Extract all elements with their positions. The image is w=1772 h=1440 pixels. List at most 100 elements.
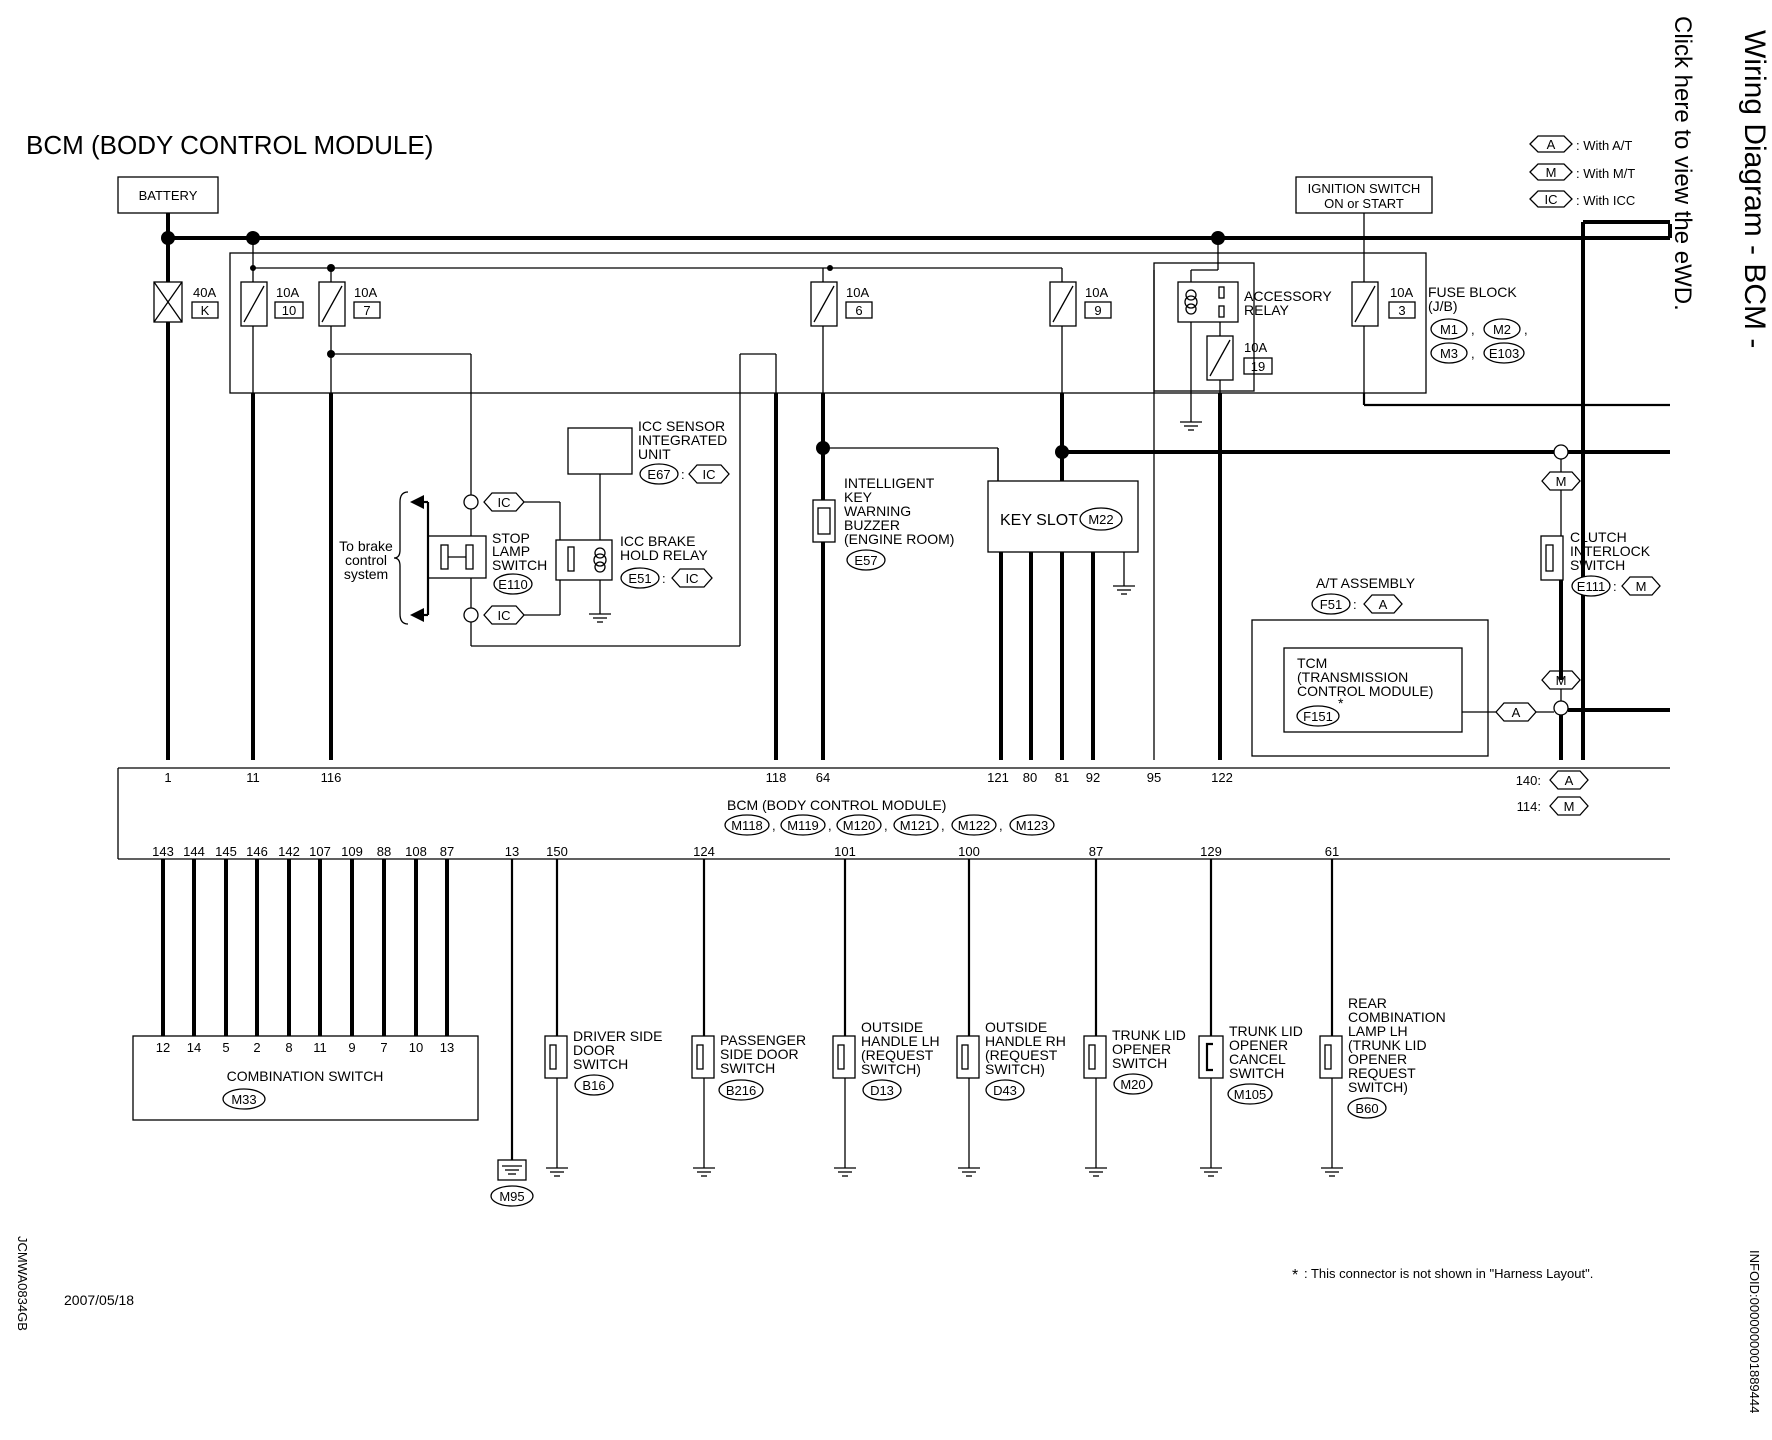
svg-text:M119: M119 bbox=[787, 818, 819, 833]
svg-text:KEY: KEY bbox=[844, 489, 873, 505]
svg-text:(TRANSMISSION: (TRANSMISSION bbox=[1297, 669, 1408, 685]
svg-text:F51: F51 bbox=[1320, 597, 1342, 612]
svg-text:*: * bbox=[1292, 1267, 1298, 1284]
key-slot: KEY SLOT M22 bbox=[987, 448, 1139, 760]
svg-text:40A: 40A bbox=[193, 285, 216, 300]
svg-text:TCM: TCM bbox=[1297, 655, 1327, 671]
svg-text:13: 13 bbox=[440, 1040, 454, 1055]
svg-text:HANDLE LH: HANDLE LH bbox=[861, 1033, 940, 1049]
fuse-40a-k: 40A K bbox=[153, 238, 219, 760]
svg-text:87: 87 bbox=[1089, 844, 1103, 859]
svg-text:OPENER: OPENER bbox=[1348, 1051, 1407, 1067]
legend: A : With A/T M : With M/T IC : With ICC bbox=[1529, 135, 1635, 208]
svg-text:M: M bbox=[1556, 474, 1567, 489]
svg-text:92: 92 bbox=[1086, 770, 1100, 785]
svg-text:STOP: STOP bbox=[492, 530, 530, 546]
svg-text:M95: M95 bbox=[499, 1189, 524, 1204]
svg-text:INTERLOCK: INTERLOCK bbox=[1570, 543, 1651, 559]
svg-text:BCM (BODY CONTROL MODULE): BCM (BODY CONTROL MODULE) bbox=[727, 797, 946, 813]
svg-text:7: 7 bbox=[363, 303, 370, 318]
combination-switch-wires bbox=[161, 859, 449, 1036]
svg-text:5: 5 bbox=[222, 1040, 229, 1055]
svg-text:80: 80 bbox=[1023, 770, 1037, 785]
svg-text:DRIVER SIDE: DRIVER SIDE bbox=[573, 1028, 662, 1044]
trunk-lid-opener-switch: TRUNK LID OPENER SWITCH M20 bbox=[1083, 859, 1186, 1177]
svg-text:10A: 10A bbox=[276, 285, 299, 300]
ewd-link[interactable]: Click here to view the eWD. bbox=[1669, 16, 1696, 311]
svg-text:A: A bbox=[1379, 597, 1388, 612]
svg-text:87: 87 bbox=[440, 844, 454, 859]
svg-text:F151: F151 bbox=[1303, 709, 1333, 724]
svg-text:B60: B60 bbox=[1355, 1101, 1378, 1116]
svg-text:M105: M105 bbox=[1234, 1087, 1267, 1102]
svg-text::: : bbox=[681, 467, 685, 482]
svg-text:143: 143 bbox=[152, 844, 174, 859]
svg-text:(REQUEST: (REQUEST bbox=[861, 1047, 934, 1063]
svg-text:D13: D13 bbox=[870, 1083, 894, 1098]
svg-text:To brake: To brake bbox=[339, 538, 393, 554]
svg-text:SWITCH: SWITCH bbox=[720, 1060, 775, 1076]
svg-text:E103: E103 bbox=[1489, 346, 1519, 361]
legend-code-a: A bbox=[1547, 137, 1556, 152]
svg-text:150: 150 bbox=[546, 844, 568, 859]
svg-text:D43: D43 bbox=[993, 1083, 1017, 1098]
brake-control-arrows: To brake control system bbox=[339, 491, 430, 625]
svg-text:*: * bbox=[1338, 695, 1344, 711]
svg-text:IC: IC bbox=[703, 467, 716, 482]
svg-text:8: 8 bbox=[285, 1040, 292, 1055]
svg-text:,: , bbox=[1524, 322, 1528, 337]
bcm-module: 1 11 116 118 64 121 80 81 92 95 122 140:… bbox=[117, 767, 1670, 860]
svg-text:3: 3 bbox=[1398, 303, 1405, 318]
svg-text:IC: IC bbox=[498, 608, 511, 623]
svg-text:144: 144 bbox=[183, 844, 205, 859]
battery-label: BATTERY bbox=[139, 188, 198, 203]
legend-code-m: M bbox=[1546, 165, 1557, 180]
trunk-lid-cancel-switch: TRUNK LID OPENER CANCEL SWITCH M105 bbox=[1198, 859, 1303, 1177]
svg-text:100: 100 bbox=[958, 844, 980, 859]
svg-text::: : bbox=[1353, 597, 1357, 612]
svg-text:IC: IC bbox=[686, 571, 699, 586]
svg-text:118: 118 bbox=[766, 770, 787, 785]
svg-text:A/T ASSEMBLY: A/T ASSEMBLY bbox=[1316, 575, 1416, 591]
svg-text:M2: M2 bbox=[1493, 322, 1511, 337]
svg-text::: : bbox=[1613, 579, 1617, 594]
svg-text:control: control bbox=[345, 552, 387, 568]
svg-text:CANCEL: CANCEL bbox=[1229, 1051, 1286, 1067]
svg-text:10A: 10A bbox=[1244, 340, 1267, 355]
svg-text:ACCESSORY: ACCESSORY bbox=[1244, 288, 1332, 304]
svg-text:OPENER: OPENER bbox=[1112, 1041, 1171, 1057]
svg-text:,: , bbox=[828, 818, 832, 833]
stop-lamp-switch: IC IC STOP LAMP SWITCH E110 bbox=[427, 393, 561, 646]
svg-text:108: 108 bbox=[405, 844, 427, 859]
svg-text:95: 95 bbox=[1147, 770, 1161, 785]
svg-text:HOLD RELAY: HOLD RELAY bbox=[620, 547, 708, 563]
side-title: Wiring Diagram - BCM - bbox=[1738, 30, 1771, 348]
svg-text:2007/05/18: 2007/05/18 bbox=[64, 1292, 134, 1308]
svg-text:SWITCH): SWITCH) bbox=[1348, 1079, 1408, 1095]
svg-text:11: 11 bbox=[313, 1040, 327, 1055]
svg-text:10A: 10A bbox=[846, 285, 869, 300]
svg-text:ICC BRAKE: ICC BRAKE bbox=[620, 533, 695, 549]
svg-text:LAMP: LAMP bbox=[492, 543, 530, 559]
legend-text-ic: : With ICC bbox=[1576, 193, 1635, 208]
svg-text:12: 12 bbox=[156, 1040, 170, 1055]
svg-text:61: 61 bbox=[1325, 844, 1339, 859]
svg-text:M: M bbox=[1564, 799, 1575, 814]
svg-text:LAMP LH: LAMP LH bbox=[1348, 1023, 1408, 1039]
fuse-10a-7: 10A 7 bbox=[250, 264, 1062, 760]
fuse-10a-6: 10A 6 bbox=[810, 268, 999, 760]
svg-text:,: , bbox=[1471, 322, 1475, 337]
svg-text:M: M bbox=[1636, 579, 1647, 594]
outside-handle-rh-switch: OUTSIDE HANDLE RH (REQUEST SWITCH) D43 bbox=[956, 859, 1066, 1177]
svg-text:PASSENGER: PASSENGER bbox=[720, 1032, 806, 1048]
svg-text:E110: E110 bbox=[498, 577, 527, 592]
svg-text:9: 9 bbox=[348, 1040, 355, 1055]
svg-text:E67: E67 bbox=[647, 467, 670, 482]
svg-text:88: 88 bbox=[377, 844, 391, 859]
svg-text:SWITCH: SWITCH bbox=[1112, 1055, 1167, 1071]
svg-text:10A: 10A bbox=[354, 285, 377, 300]
svg-text:M118: M118 bbox=[731, 818, 763, 833]
svg-text:OPENER: OPENER bbox=[1229, 1037, 1288, 1053]
driver-door-switch: DRIVER SIDE DOOR SWITCH B16 bbox=[544, 859, 662, 1177]
